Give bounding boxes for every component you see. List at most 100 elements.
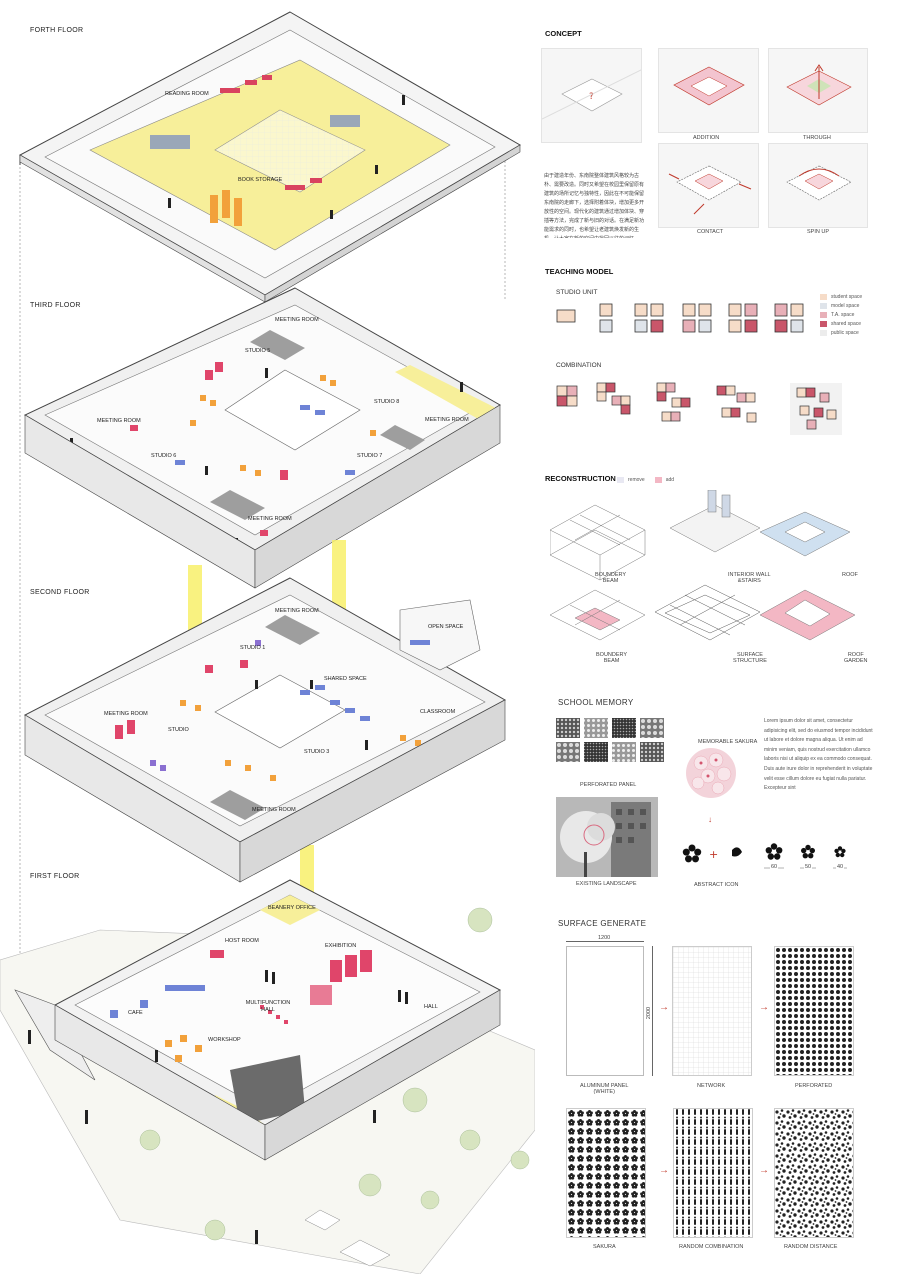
sakura-dim-label: 40	[836, 864, 845, 870]
network-panel-sample	[672, 946, 752, 1076]
reconstruction-caption: SURFACE STRUCTURE	[733, 652, 767, 664]
room-label: STUDIO 7	[357, 453, 383, 459]
room-label: BEANERY OFFICE	[268, 905, 316, 911]
concept-title: CONCEPT	[545, 29, 582, 38]
concept-thumb-through	[768, 48, 868, 133]
memorable-sakura-caption: MEMORABLE SAKURA	[698, 739, 758, 745]
second-floor-plan	[23, 577, 507, 883]
surface-caption: SAKURA	[593, 1244, 616, 1250]
room-label: STUDIO 5	[245, 348, 271, 354]
reconstruction-caption: INTERIOR WALL &STAIRS	[728, 572, 771, 584]
room-label: BOOK STORAGE	[238, 177, 283, 183]
reconstruction-caption: ROOF	[842, 572, 858, 578]
arrow-right-icon: →	[659, 1165, 669, 1176]
svg-text:+: +	[709, 848, 718, 861]
reconstruction-title: RECONSTRUCTION	[545, 474, 616, 483]
perforated-panel-caption: PERFORATED PANEL	[580, 782, 637, 788]
perforated-panel-samples	[556, 718, 666, 778]
aluminum-panel-sample	[566, 946, 644, 1076]
room-label: MEETING ROOM	[248, 516, 292, 522]
forth-floor-plan	[18, 11, 521, 303]
school-memory-title: SCHOOL MEMORY	[558, 698, 634, 707]
width-dimension-line	[566, 941, 644, 942]
surface-generate-title: SURFACE GENERATE	[558, 919, 647, 928]
room-label: WORKSHOP	[208, 1037, 241, 1043]
sakura-dim-label: 60	[770, 864, 779, 870]
legend-swatch	[820, 311, 827, 318]
legend-item: model space	[820, 301, 862, 310]
legend-label: shared space	[831, 320, 862, 327]
teaching-model-title: TEACHING MODEL	[545, 267, 614, 276]
concept-caption: SPIN UP	[807, 229, 830, 235]
studio-unit-title: STUDIO UNIT	[556, 289, 598, 296]
reconstruction-diagrams	[549, 489, 870, 660]
room-label: MEETING ROOM	[97, 418, 141, 424]
school-memory-description: Lorem ipsum dolor sit amet, consectetur …	[764, 718, 873, 792]
room-label: CAFE	[128, 1010, 143, 1016]
room-label: STUDIO 1	[240, 645, 266, 651]
arrow-right-icon: →	[659, 1002, 669, 1013]
random-distance-panel	[774, 1108, 854, 1238]
height-dimension-line	[652, 946, 653, 1076]
legend-label: add	[665, 476, 675, 483]
room-label: MEETING ROOM	[425, 417, 469, 423]
concept-thumb-contact	[658, 143, 759, 228]
width-dimension: 1200	[598, 935, 611, 941]
concept-caption: THROUGH	[803, 135, 831, 141]
room-label: STUDIO 3	[304, 749, 330, 755]
legend-item: student space	[820, 292, 862, 301]
legend-item: T.A. space	[820, 310, 862, 319]
combination-diagrams	[552, 378, 852, 438]
exploded-axonometric: FORTH FLOOR THIRD FLOOR SECOND FLOOR FIR…	[0, 11, 551, 1274]
legend-label: student space	[831, 293, 863, 300]
legend-label: model space	[831, 302, 860, 309]
concept-thumb-spin-up	[768, 143, 868, 228]
reconstruction-legend: remove add	[617, 475, 674, 484]
room-label: MEETING ROOM	[275, 317, 319, 323]
legend-item: public space	[820, 328, 862, 337]
surface-caption: ALUMINUM PANEL (WHITE)	[580, 1083, 629, 1095]
floor-label-first: FIRST FLOOR	[30, 873, 80, 880]
legend-swatch	[820, 302, 827, 309]
teaching-legend: student space model space T.A. space sha…	[820, 292, 862, 337]
random-combination-panel	[673, 1108, 753, 1238]
sakura-dim-label: 50	[804, 864, 813, 870]
floor-label-second: SECOND FLOOR	[30, 589, 90, 596]
concept-thumb-addition	[658, 48, 759, 133]
legend-swatch	[820, 293, 827, 300]
room-label: HALL	[424, 1004, 438, 1010]
room-label: MULTIFUNCTION HALL	[245, 1000, 291, 1013]
existing-landscape-caption: EXISTING LANDSCAPE	[576, 881, 637, 887]
reconstruction-caption: BOUNDERY BEAM	[596, 652, 628, 664]
arrow-right-icon: →	[759, 1165, 769, 1176]
room-label: OPEN SPACE	[428, 624, 464, 630]
room-label: MEETING ROOM	[252, 807, 296, 813]
room-label: STUDIO 6	[151, 453, 177, 459]
legend-item: add	[654, 475, 675, 484]
reconstruction-caption: ROOF GARDEN	[844, 652, 868, 664]
perforated-panel-sample	[774, 946, 854, 1076]
existing-landscape-photo	[556, 797, 658, 877]
axonometric-drawing	[0, 11, 551, 1274]
legend-item: remove	[617, 475, 645, 484]
legend-item: shared space	[820, 319, 862, 328]
room-label: SHARED SPACE	[324, 676, 367, 682]
floor-label-third: THIRD FLOOR	[30, 302, 81, 309]
sakura-photo	[686, 748, 736, 798]
room-label: STUDIO 8	[374, 399, 400, 405]
legend-label: remove	[628, 476, 645, 483]
concept-caption: CONTACT	[697, 229, 724, 235]
concept-caption: ADDITION	[693, 135, 720, 141]
arrow-right-icon: →	[759, 1002, 769, 1013]
room-label: CLASSROOM	[420, 709, 456, 715]
room-label: MEETING ROOM	[104, 711, 148, 717]
studio-unit-diagrams	[555, 302, 815, 338]
combination-title: COMBINATION	[556, 362, 602, 369]
floor-label-forth: FORTH FLOOR	[30, 27, 84, 34]
room-label: HOST ROOM	[225, 938, 259, 944]
sakura-panel-sample	[566, 1108, 646, 1238]
concept-description: 由于建造年份、东南院整体建筑风格较为古朴、需要改造。同时又希望在校园里保留原有建…	[544, 173, 644, 238]
surface-caption: RANDOM DISTANCE	[784, 1244, 838, 1250]
surface-caption: NETWORK	[697, 1083, 726, 1089]
reconstruction-caption: BOUNDERY BEAM	[595, 572, 627, 584]
